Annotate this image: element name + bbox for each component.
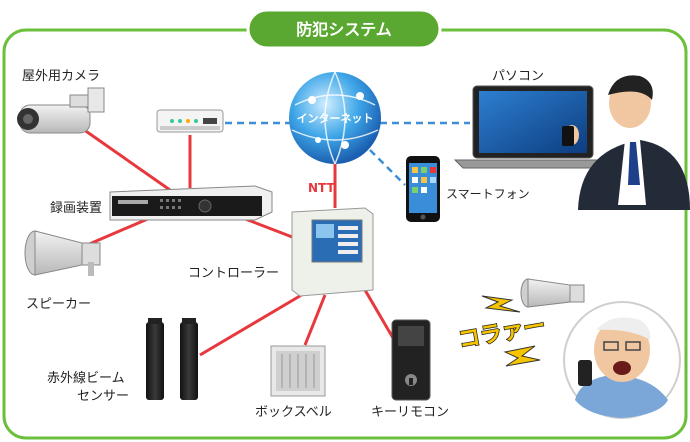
beam-sensor-label-1: 赤外線ビーム [47, 370, 125, 386]
speaker-label: スピーカー [26, 297, 91, 312]
pc-label: パソコン [492, 69, 544, 84]
box-bell-icon [270, 345, 326, 397]
blue-connections [225, 121, 470, 186]
angry-man-icon [563, 301, 681, 419]
camera-icon [17, 87, 105, 134]
internet-globe: インターネット [289, 71, 381, 165]
line-controller-sensor [199, 288, 311, 357]
router-device [156, 109, 224, 133]
laptop-icon [453, 85, 610, 169]
beam-sensor-label-2: センサー [77, 389, 129, 404]
controller-label: コントローラー [188, 266, 279, 281]
title: 防犯システム [296, 20, 392, 39]
title-badge: 防犯システム [246, 8, 442, 50]
line-controller-bell [303, 294, 327, 346]
internet-label: インターネット [297, 112, 374, 125]
box-bell-label: ボックスベル [255, 405, 332, 420]
line-camera-recorder [79, 125, 171, 192]
ntt-label: NTT [308, 181, 336, 195]
controller-icon [291, 207, 374, 297]
recorder-icon [109, 185, 273, 221]
smartphone-icon [406, 156, 440, 222]
alarm-speaker-icon [520, 278, 585, 308]
line-internet-smartphone [369, 149, 406, 186]
beam-sensor-icon [146, 318, 198, 400]
key-remote-icon [391, 319, 431, 401]
recorder-label: 録画装置 [50, 201, 102, 216]
smartphone-label: スマートフォン [446, 187, 530, 201]
key-remote-label: キーリモコン [371, 405, 449, 420]
businessman-icon [562, 75, 690, 210]
lightning-icon [481, 295, 541, 367]
speaker-icon [24, 230, 101, 276]
outdoor-camera-label: 屋外用カメラ [22, 69, 100, 84]
